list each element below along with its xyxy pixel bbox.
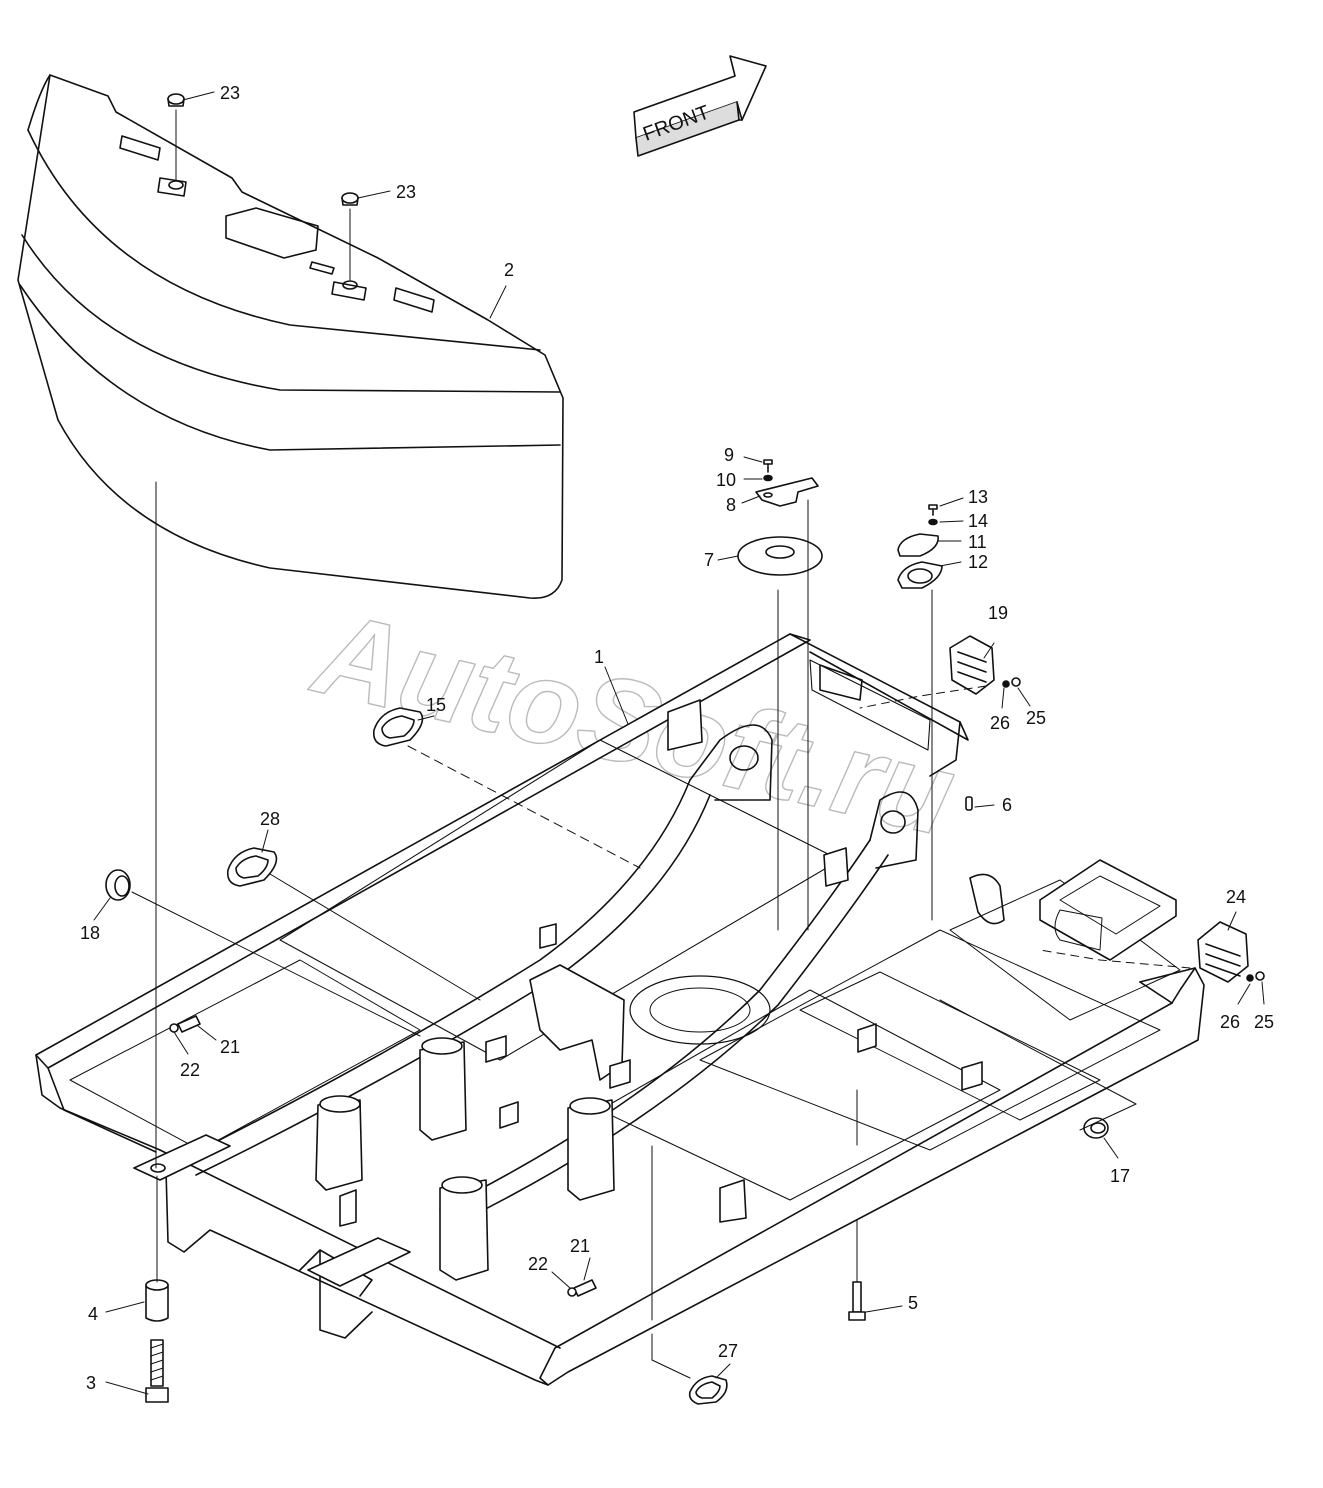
callout-14: 14 [968, 511, 988, 531]
callout-11: 11 [968, 532, 987, 552]
callout-7: 7 [704, 550, 714, 570]
callout-27: 27 [718, 1341, 738, 1361]
grommet-18 [105, 869, 131, 901]
grill-24 [1197, 921, 1249, 983]
callout-26b: 26 [1220, 1012, 1240, 1032]
upper-frame [35, 633, 1205, 1386]
callout-25b: 25 [1254, 1012, 1274, 1032]
washer-26b [1246, 974, 1254, 982]
bolt-21a [169, 1015, 201, 1033]
callout-17: 17 [1110, 1166, 1130, 1186]
callout-24: 24 [1226, 887, 1246, 907]
screw-25b [1255, 971, 1265, 981]
callout-21b: 21 [570, 1236, 590, 1256]
grill-19 [949, 635, 995, 695]
callout-9: 9 [724, 445, 734, 465]
callout-23a: 23 [220, 83, 240, 103]
callout-19: 19 [988, 603, 1008, 623]
callout-8: 8 [726, 495, 736, 515]
screw-25a [1011, 677, 1021, 687]
cap-plug-23a [167, 93, 185, 190]
bolt-21b [567, 1279, 597, 1297]
callout-13: 13 [968, 487, 988, 507]
callout-4: 4 [88, 1304, 98, 1324]
callout-5: 5 [908, 1293, 918, 1313]
callout-15: 15 [426, 695, 446, 715]
callout-21a: 21 [220, 1037, 240, 1057]
bolt-3 [145, 1339, 169, 1403]
pin-6 [965, 796, 973, 811]
callout-23b: 23 [396, 182, 416, 202]
washer-26a [1002, 680, 1010, 688]
callout-leaders [93, 91, 1265, 1395]
callout-22b: 22 [528, 1254, 548, 1274]
bolt-5 [848, 1281, 866, 1321]
washer-14 [928, 518, 938, 526]
callout-6: 6 [1002, 795, 1012, 815]
bolt-13 [928, 504, 938, 516]
callout-18: 18 [80, 923, 100, 943]
plate-8 [755, 477, 819, 507]
counterweight [17, 74, 564, 599]
callout-1: 1 [594, 647, 604, 667]
front-arrow [633, 55, 767, 157]
callout-3: 3 [86, 1373, 96, 1393]
callout-2: 2 [504, 260, 514, 280]
callout-12: 12 [968, 552, 988, 572]
callout-26a: 26 [990, 713, 1010, 733]
spacer-4 [145, 1279, 169, 1322]
grommet-27 [688, 1375, 728, 1405]
grommet-17 [1083, 1117, 1109, 1139]
callout-22a: 22 [180, 1060, 200, 1080]
grommet-28 [226, 847, 278, 887]
callout-10: 10 [716, 470, 736, 490]
cover-11 [897, 533, 939, 557]
callout-28: 28 [260, 809, 280, 829]
assembly-lines [131, 481, 1191, 1379]
bolt-9 [763, 459, 773, 473]
callout-25a: 25 [1026, 708, 1046, 728]
washer-plate-7 [737, 536, 823, 576]
grommet-15 [372, 707, 424, 747]
gasket-12 [897, 561, 943, 589]
washer-10 [763, 474, 773, 482]
